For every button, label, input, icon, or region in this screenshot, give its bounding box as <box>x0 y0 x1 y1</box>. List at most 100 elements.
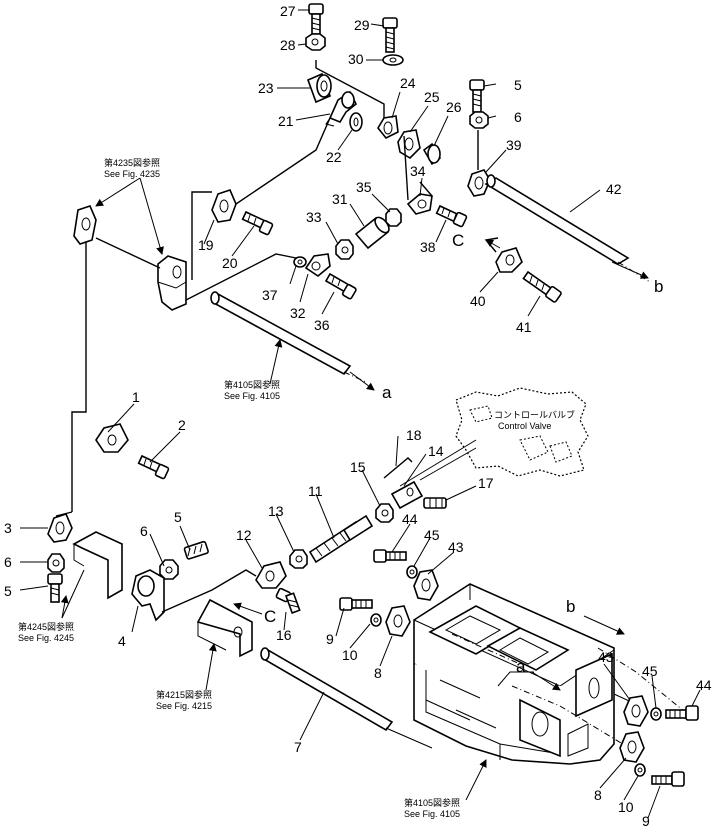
connector-b-frame: b <box>566 597 575 616</box>
label-22: 22 <box>326 149 342 165</box>
label-36: 36 <box>314 317 330 333</box>
ref-4245-jp: 第4245図参照 <box>18 621 74 632</box>
yoke-32 <box>304 253 331 277</box>
label-37: 37 <box>262 287 278 303</box>
label-21: 21 <box>278 113 294 129</box>
bolt-36 <box>324 272 357 300</box>
frame-dash-lines <box>451 633 691 753</box>
label-23: 23 <box>258 80 274 96</box>
label-44-right: 44 <box>696 677 712 693</box>
label-35: 35 <box>356 179 372 195</box>
label-7: 7 <box>294 739 302 755</box>
label-12: 12 <box>236 527 252 543</box>
bolt-29 <box>382 17 398 53</box>
shaft-7 <box>260 647 433 749</box>
ref-4235-en: See Fig. 4235 <box>104 169 160 179</box>
nut-6-top <box>469 111 489 129</box>
label-43-right: 43 <box>598 649 614 665</box>
bushing-23 <box>306 72 332 104</box>
nut-6-left <box>47 553 65 573</box>
connector-c-top: C <box>452 231 464 250</box>
label-17: 17 <box>478 475 494 491</box>
label-16: 16 <box>276 627 292 643</box>
nut-33 <box>335 239 354 260</box>
label-45-right: 45 <box>642 663 658 679</box>
frame-housing <box>413 583 641 765</box>
lever-24 <box>377 115 399 140</box>
rod-11 <box>308 514 374 564</box>
label-30: 30 <box>348 51 364 67</box>
connector-a-frame: a <box>516 657 526 676</box>
label-27: 27 <box>280 3 296 19</box>
label-45-mid: 45 <box>424 527 440 543</box>
label-28: 28 <box>280 37 296 53</box>
bolt-44-mid <box>373 549 407 563</box>
label-9-right: 9 <box>642 813 650 827</box>
label-20: 20 <box>222 255 238 271</box>
nut-28 <box>305 33 326 51</box>
nut-13 <box>289 549 308 569</box>
yoke-34 <box>406 193 433 215</box>
label-5-top: 5 <box>514 77 522 93</box>
lever-40 <box>495 247 523 273</box>
label-6-top: 6 <box>514 109 522 125</box>
part-number-labels: 27 28 29 30 23 21 22 24 25 26 5 6 39 42 … <box>4 3 712 827</box>
clevis-14 <box>390 480 424 510</box>
bushing-43-mid <box>413 569 439 601</box>
label-18: 18 <box>406 427 422 443</box>
bolt-9-mid <box>339 597 373 611</box>
label-25: 25 <box>424 89 440 105</box>
figure-references: 第4235図参照 See Fig. 4235 第4105図参照 See Fig.… <box>18 157 575 819</box>
lever-4 <box>131 569 165 622</box>
bushing-8-mid <box>385 605 411 637</box>
bracket-4245 <box>72 531 123 600</box>
control-valve-en: Control Valve <box>498 421 551 431</box>
label-8-right: 8 <box>594 787 602 803</box>
bolt-16 <box>275 587 301 614</box>
bolt-38 <box>435 204 468 228</box>
label-3: 3 <box>4 520 12 536</box>
label-4: 4 <box>118 633 126 649</box>
label-32: 32 <box>290 305 306 321</box>
label-5-left: 5 <box>4 583 12 599</box>
bolt-5-left <box>47 573 63 603</box>
yoke-1 <box>95 423 129 453</box>
ref-4105a-jp: 第4105図参照 <box>224 379 280 390</box>
top-linkage-lines <box>95 60 499 301</box>
label-44-mid: 44 <box>402 511 418 527</box>
ref-4105b-en: See Fig. 4105 <box>404 809 460 819</box>
lever-25 <box>397 129 421 160</box>
connector-c-bottom: C <box>264 607 276 626</box>
washer-30 <box>382 54 404 66</box>
washer-37 <box>293 256 307 268</box>
nut-6-mid <box>159 559 179 580</box>
ref-4105b-jp: 第4105図参照 <box>404 797 460 808</box>
nut-15 <box>375 503 394 523</box>
label-40: 40 <box>470 293 486 309</box>
label-26: 26 <box>446 99 462 115</box>
washer-10-right <box>634 763 646 777</box>
connector-b-right: b <box>654 277 663 296</box>
rod-left-vertical <box>71 242 87 512</box>
reference-arrows <box>60 177 649 801</box>
leader-lines <box>19 9 701 819</box>
shaft-to-a <box>210 291 367 383</box>
turnbuckle-31 <box>354 216 390 250</box>
label-9-mid: 9 <box>326 631 334 647</box>
bolt-17 <box>423 497 447 509</box>
washer-45-right <box>650 707 662 721</box>
ref-4215-jp: 第4215図参照 <box>156 689 212 700</box>
bracket-4215 <box>196 598 253 658</box>
label-1: 1 <box>132 389 140 405</box>
bushing-43-right <box>623 695 649 727</box>
control-valve-jp: コントロールバルブ <box>494 409 575 420</box>
ref-4105a-en: See Fig. 4105 <box>224 391 280 401</box>
label-38: 38 <box>420 239 436 255</box>
lever-upper-left <box>73 205 97 245</box>
bolt-2 <box>137 454 170 480</box>
label-11: 11 <box>308 483 323 499</box>
ref-4245-en: See Fig. 4245 <box>18 633 74 643</box>
bracket-center <box>157 255 187 311</box>
label-14: 14 <box>428 443 444 459</box>
label-13: 13 <box>268 503 284 519</box>
